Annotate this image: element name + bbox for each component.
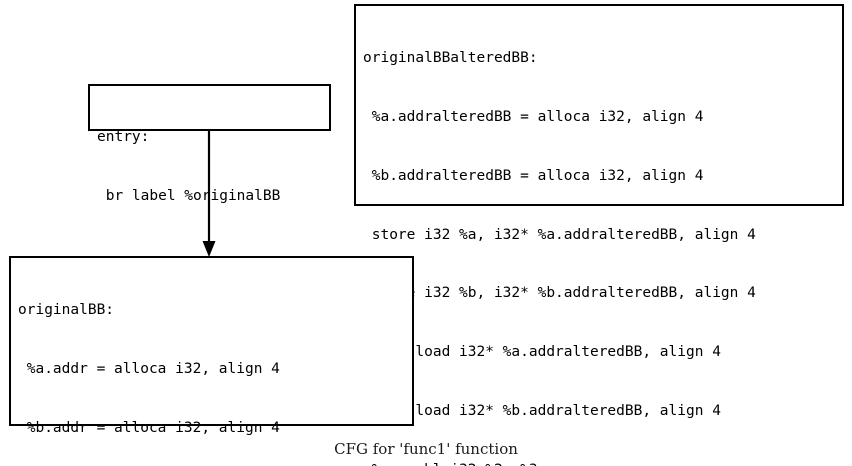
arrowhead-icon [202, 241, 216, 257]
cfg-edge-entry-to-originalbb [202, 129, 216, 257]
cfg-node-original-line-0: originalBB: [18, 302, 115, 319]
cfg-node-altered-line-6: %3 = load i32* %b.addralteredBB, align 4 [363, 402, 721, 419]
cfg-node-altered-line-3: store i32 %a, i32* %a.addralteredBB, ali… [363, 226, 756, 243]
cfg-node-entry-line-0: entry: [97, 129, 150, 146]
graph-caption: CFG for 'func1' function [334, 440, 518, 458]
cfg-node-altered-line-4: store i32 %b, i32* %b.addralteredBB, ali… [363, 285, 756, 302]
cfg-node-altered-line-1: %a.addralteredBB = alloca i32, align 4 [363, 108, 704, 125]
cfg-node-altered-line-0: originalBBalteredBB: [363, 50, 538, 67]
cfg-node-altered-line-7: %_ = shl i32 %2, %3 [363, 461, 836, 466]
cfg-node-originalbb[interactable]: originalBB: %a.addr = alloca i32, align … [9, 256, 414, 436]
cfg-node-original-line-2: %b.addr = alloca i32, align 4 [18, 419, 280, 436]
cfg-node-originalbbalteredbb[interactable]: originalBBalteredBB: %a.addralteredBB = … [354, 4, 844, 466]
cfg-node-original-line-1: %a.addr = alloca i32, align 4 [18, 360, 280, 377]
cfg-node-altered-line-5: %2 = load i32* %a.addralteredBB, align 4 [363, 344, 721, 361]
cfg-node-entry[interactable]: entry: br label %originalBB [88, 84, 331, 204]
cfg-node-altered-line-2: %b.addralteredBB = alloca i32, align 4 [363, 167, 704, 184]
